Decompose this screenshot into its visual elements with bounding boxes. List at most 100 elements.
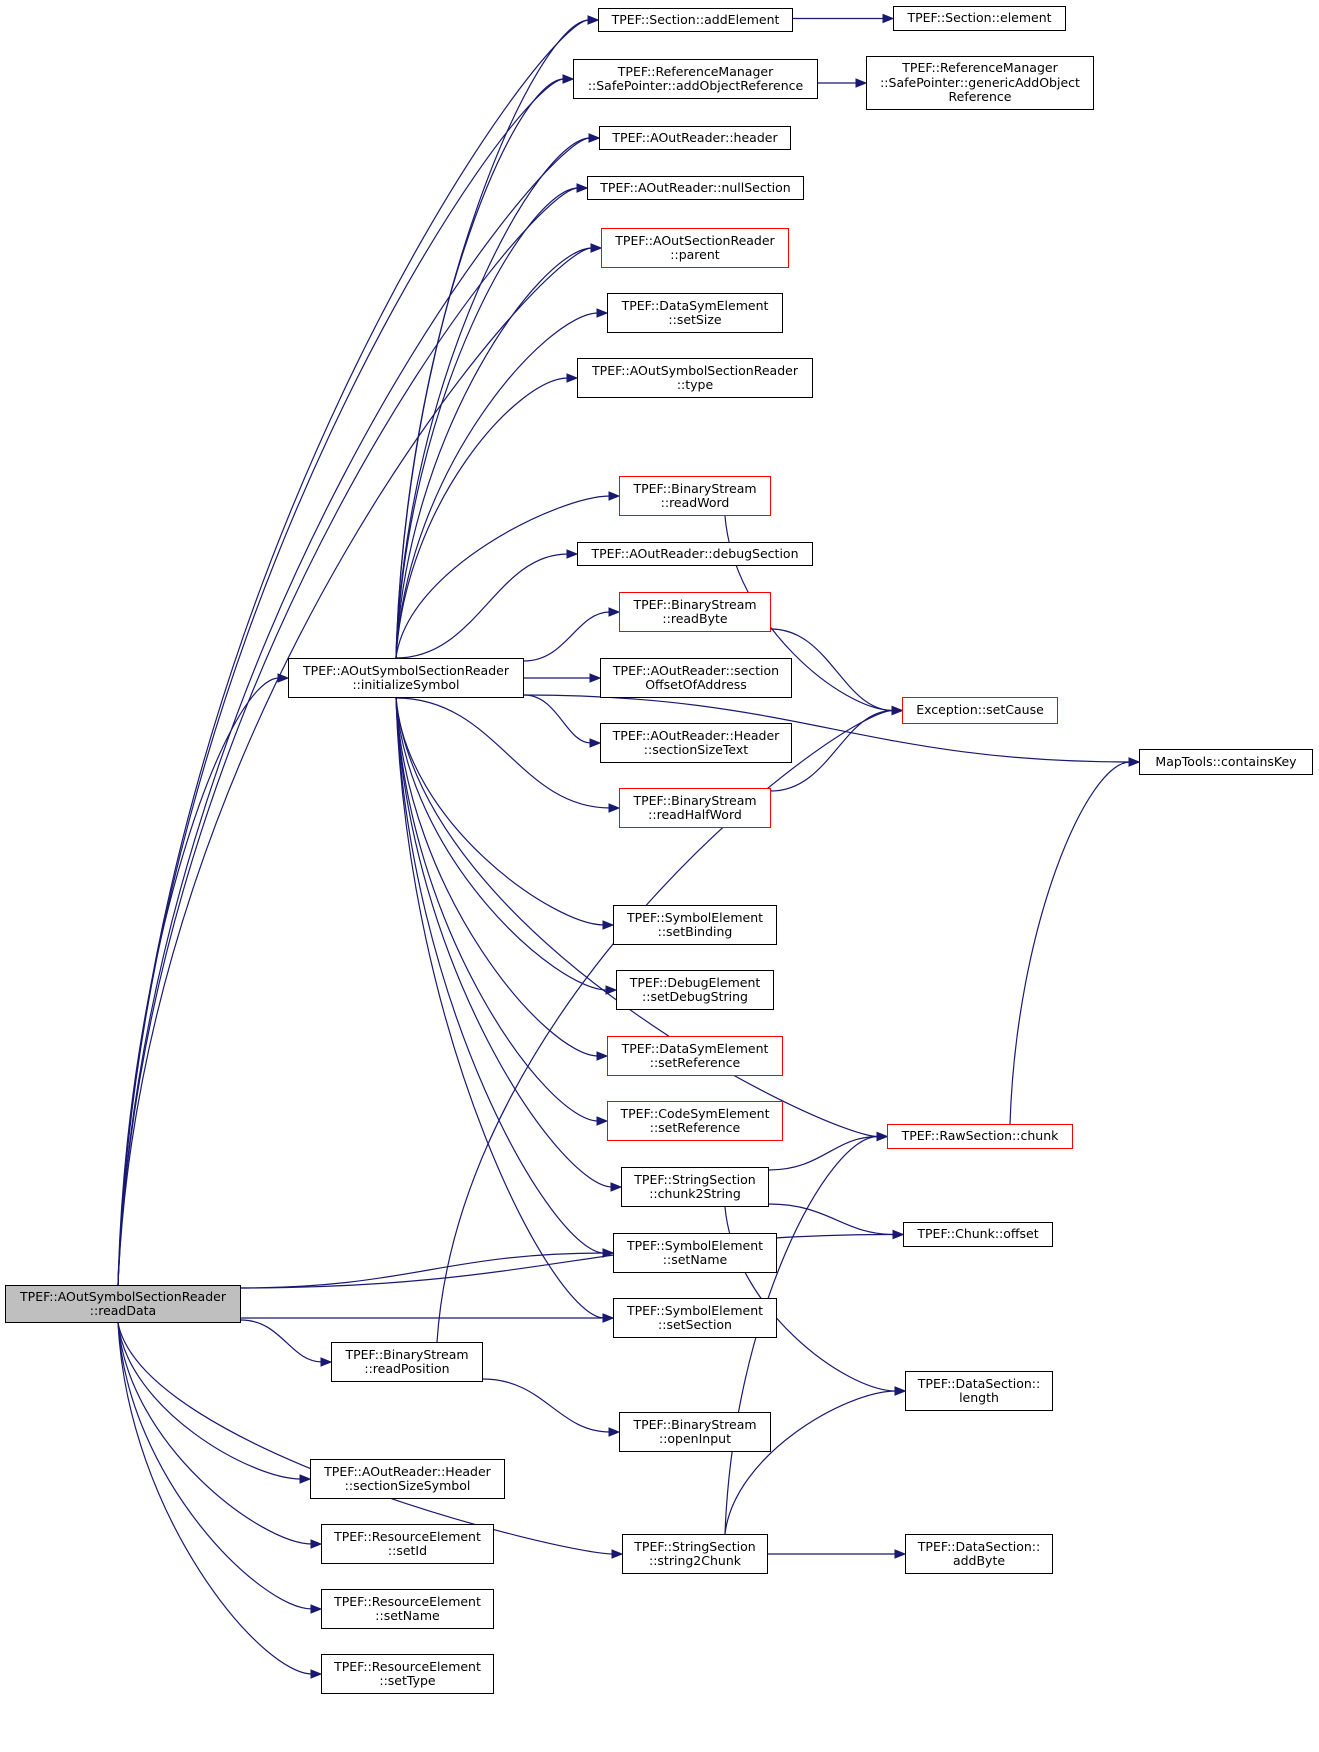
node-set-binding[interactable]: TPEF::SymbolElement ::setBinding bbox=[613, 905, 777, 945]
arrowhead-initializeSymbol-to-chunk2String bbox=[610, 1182, 623, 1192]
edge-initializeSymbol-to-addObjectReference bbox=[395, 78, 565, 659]
edge-chunk2String-to-chunk bbox=[768, 1135, 879, 1171]
edge-readData-to-initializeSymbol bbox=[117, 677, 280, 1286]
arrowhead-readData-to-sectionSizeSymbol bbox=[299, 1474, 312, 1484]
arrowhead-addElement-to-sectionElement bbox=[882, 13, 895, 24]
edge-initializeSymbol-to-readHalfWord bbox=[395, 697, 611, 809]
arrowhead-readData-to-setId bbox=[310, 1539, 323, 1549]
arrowhead-initializeSymbol-to-dataSetReference bbox=[596, 1051, 609, 1061]
arrowhead-initializeSymbol-to-codeSetReference bbox=[596, 1116, 609, 1126]
arrowhead-chunk2String-to-offset bbox=[892, 1229, 905, 1240]
arrowhead-initializeSymbol-to-sectionSizeText bbox=[589, 738, 602, 748]
node-header[interactable]: TPEF::AOutReader::header bbox=[599, 126, 791, 150]
arrowhead-string2Chunk-to-length bbox=[894, 1386, 907, 1396]
node-initialize-symbol[interactable]: TPEF::AOutSymbolSectionReader ::initiali… bbox=[288, 658, 524, 698]
node-set-size[interactable]: TPEF::DataSymElement ::setSize bbox=[607, 293, 783, 333]
node-sym-set-name[interactable]: TPEF::SymbolElement ::setName bbox=[613, 1233, 777, 1273]
node-type[interactable]: TPEF::AOutSymbolSectionReader ::type bbox=[577, 358, 813, 398]
node-null-section[interactable]: TPEF::AOutReader::nullSection bbox=[587, 176, 804, 200]
node-debug-section[interactable]: TPEF::AOutReader::debugSection bbox=[577, 542, 813, 566]
arrowhead-initializeSymbol-to-debugSection bbox=[566, 549, 579, 559]
edge-initializeSymbol-to-setSize bbox=[395, 312, 599, 659]
node-read-word[interactable]: TPEF::BinaryStream ::readWord bbox=[619, 476, 771, 516]
arrowhead-initializeSymbol-to-nullSection bbox=[576, 183, 589, 193]
arrowhead-readPosition-to-openInput bbox=[608, 1427, 621, 1437]
edge-chunk-to-containsKey bbox=[1009, 761, 1131, 1125]
edge-string2Chunk-to-length bbox=[724, 1390, 897, 1535]
node-set-section[interactable]: TPEF::SymbolElement ::setSection bbox=[613, 1298, 777, 1338]
node-section-size-symbol[interactable]: TPEF::AOutReader::Header ::sectionSizeSy… bbox=[310, 1459, 505, 1499]
node-chunk2string[interactable]: TPEF::StringSection ::chunk2String bbox=[621, 1167, 769, 1207]
node-offset[interactable]: TPEF::Chunk::offset bbox=[903, 1222, 1053, 1247]
node-set-debug-string[interactable]: TPEF::DebugElement ::setDebugString bbox=[616, 970, 774, 1010]
node-section-element[interactable]: TPEF::Section::element bbox=[893, 6, 1066, 31]
node-add-byte[interactable]: TPEF::DataSection:: addByte bbox=[905, 1534, 1053, 1574]
edge-initializeSymbol-to-nullSection bbox=[395, 187, 579, 659]
edge-readByte-to-setCause bbox=[770, 628, 894, 712]
edge-readData-to-symSetName bbox=[240, 1252, 605, 1289]
arrowhead-initializeSymbol-to-setBinding bbox=[602, 920, 615, 930]
edge-readData-to-readPosition bbox=[240, 1319, 323, 1363]
edge-initializeSymbol-to-readWord bbox=[395, 495, 611, 659]
arrowhead-readPosition-to-setCause bbox=[891, 705, 904, 716]
arrowhead-initializeSymbol-to-addElement bbox=[587, 15, 600, 25]
edge-initializeSymbol-to-debugSection bbox=[395, 553, 569, 659]
node-chunk[interactable]: TPEF::RawSection::chunk bbox=[887, 1124, 1073, 1149]
arrowhead-chunk-to-containsKey bbox=[1128, 757, 1141, 767]
arrowhead-string2Chunk-to-chunk bbox=[876, 1131, 889, 1142]
arrowhead-initializeSymbol-to-readHalfWord bbox=[608, 803, 621, 813]
node-read-position[interactable]: TPEF::BinaryStream ::readPosition bbox=[331, 1342, 483, 1382]
edge-readData-to-parent bbox=[117, 247, 593, 1286]
arrowhead-addObjectReference-to-genericAddObjectReference bbox=[855, 78, 868, 88]
arrowhead-initializeSymbol-to-symSetName bbox=[602, 1248, 615, 1258]
node-read-byte[interactable]: TPEF::BinaryStream ::readByte bbox=[619, 592, 771, 632]
edge-readData-to-resSetType bbox=[117, 1322, 313, 1675]
arrowhead-initializeSymbol-to-setSize bbox=[596, 308, 609, 318]
edge-initializeSymbol-to-symSetName bbox=[395, 697, 605, 1254]
edge-initializeSymbol-to-chunk2String bbox=[395, 697, 613, 1188]
node-set-cause[interactable]: Exception::setCause bbox=[902, 697, 1058, 724]
node-data-set-reference[interactable]: TPEF::DataSymElement ::setReference bbox=[607, 1036, 783, 1076]
node-section-offset-of-address[interactable]: TPEF::AOutReader::section OffsetOfAddres… bbox=[600, 658, 792, 698]
arrowhead-readData-to-resSetType bbox=[310, 1669, 323, 1679]
edge-initializeSymbol-to-codeSetReference bbox=[395, 697, 599, 1122]
node-section-size-text[interactable]: TPEF::AOutReader::Header ::sectionSizeTe… bbox=[600, 723, 792, 763]
edge-initializeSymbol-to-header bbox=[395, 137, 591, 659]
node-add-element[interactable]: TPEF::Section::addElement bbox=[598, 8, 793, 32]
edge-initializeSymbol-to-dataSetReference bbox=[395, 697, 599, 1057]
edge-initializeSymbol-to-readByte bbox=[523, 611, 611, 662]
edge-readData-to-offset bbox=[240, 1233, 895, 1289]
edge-readData-to-setId bbox=[117, 1322, 313, 1545]
node-read-half-word[interactable]: TPEF::BinaryStream ::readHalfWord bbox=[619, 788, 771, 828]
edge-initializeSymbol-to-setSection bbox=[395, 697, 605, 1319]
node-add-object-reference[interactable]: TPEF::ReferenceManager ::SafePointer::ad… bbox=[573, 59, 818, 99]
arrowhead-readData-to-readPosition bbox=[320, 1357, 333, 1367]
arrowhead-initializeSymbol-to-readByte bbox=[608, 607, 621, 617]
edge-chunk2String-to-offset bbox=[768, 1203, 895, 1236]
node-code-set-reference[interactable]: TPEF::CodeSymElement ::setReference bbox=[607, 1101, 783, 1141]
node-parent[interactable]: TPEF::AOutSectionReader ::parent bbox=[601, 228, 789, 268]
node-string2chunk[interactable]: TPEF::StringSection ::string2Chunk bbox=[622, 1534, 768, 1574]
edge-initializeSymbol-to-parent bbox=[395, 247, 593, 659]
node-read-data[interactable]: TPEF::AOutSymbolSectionReader ::readData bbox=[5, 1285, 241, 1323]
node-res-set-type[interactable]: TPEF::ResourceElement ::setType bbox=[321, 1654, 494, 1694]
arrowhead-initializeSymbol-to-sectionOffsetOfAddress bbox=[589, 673, 602, 683]
edge-readData-to-header bbox=[117, 137, 591, 1286]
arrowhead-initializeSymbol-to-header bbox=[588, 133, 601, 143]
edge-readHalfWord-to-setCause bbox=[770, 709, 894, 792]
edge-readPosition-to-setCause bbox=[436, 709, 894, 1343]
node-length[interactable]: TPEF::DataSection:: length bbox=[905, 1371, 1053, 1411]
edge-readData-to-resSetName bbox=[117, 1322, 313, 1610]
edge-initializeSymbol-to-type bbox=[395, 377, 569, 659]
arrowhead-initializeSymbol-to-setDebugString bbox=[605, 985, 618, 995]
node-res-set-name[interactable]: TPEF::ResourceElement ::setName bbox=[321, 1589, 494, 1629]
edge-initializeSymbol-to-sectionSizeText bbox=[523, 694, 592, 744]
node-open-input[interactable]: TPEF::BinaryStream ::openInput bbox=[619, 1412, 771, 1452]
edge-initializeSymbol-to-containsKey bbox=[523, 694, 1131, 763]
node-contains-key[interactable]: MapTools::containsKey bbox=[1139, 749, 1313, 775]
arrowhead-readData-to-string2Chunk bbox=[611, 1549, 624, 1559]
edge-initializeSymbol-to-setBinding bbox=[395, 697, 605, 926]
node-set-id[interactable]: TPEF::ResourceElement ::setId bbox=[321, 1524, 494, 1564]
node-generic-add-object-reference[interactable]: TPEF::ReferenceManager ::SafePointer::ge… bbox=[866, 56, 1094, 110]
arrowhead-readData-to-initializeSymbol bbox=[277, 673, 290, 683]
